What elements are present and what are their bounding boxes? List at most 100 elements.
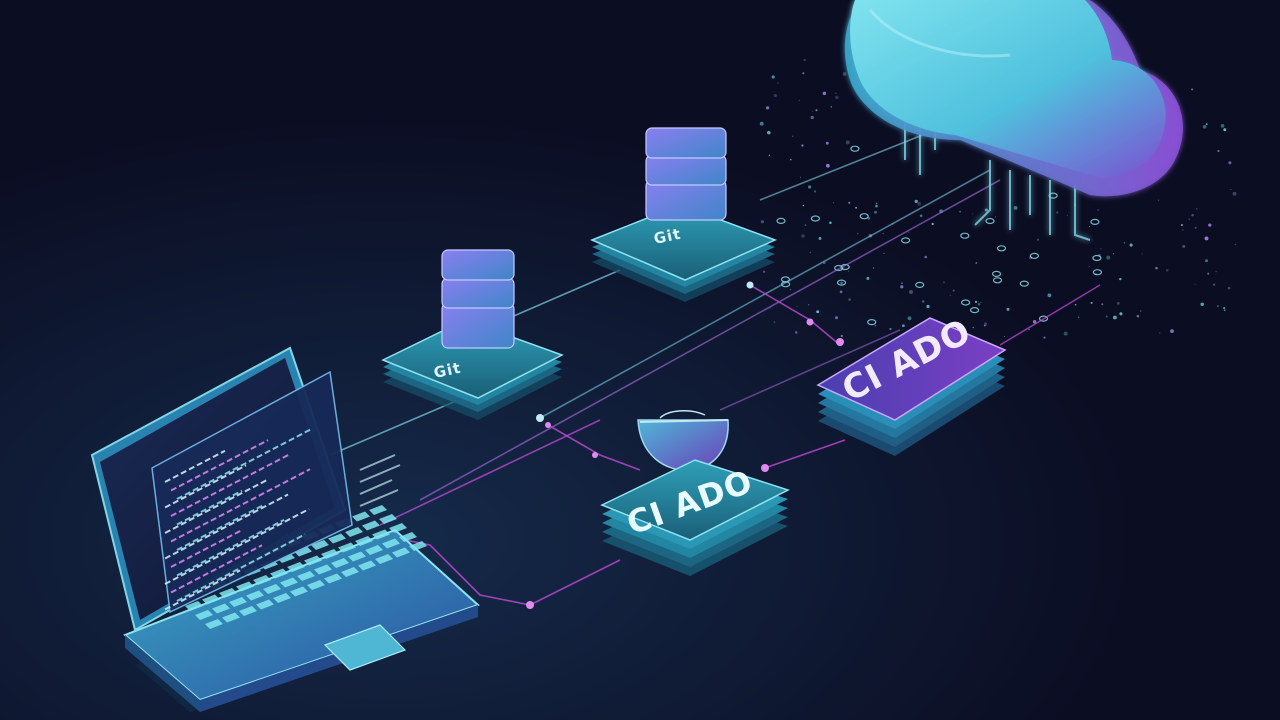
code-line bbox=[176, 519, 285, 577]
particle bbox=[1004, 336, 1005, 338]
particle bbox=[848, 270, 850, 272]
keyboard-key bbox=[362, 520, 380, 531]
particle bbox=[1202, 124, 1207, 129]
particle bbox=[1230, 188, 1232, 190]
code-line bbox=[164, 493, 289, 560]
keyboard-key bbox=[280, 577, 298, 588]
connector-line bbox=[999, 284, 1101, 346]
particle bbox=[1213, 283, 1216, 286]
particle bbox=[1196, 207, 1198, 210]
particle bbox=[917, 201, 922, 206]
code-line bbox=[170, 544, 263, 594]
particle bbox=[1123, 242, 1125, 244]
code-lines bbox=[164, 428, 312, 611]
particle bbox=[845, 140, 850, 145]
particle bbox=[1157, 199, 1160, 201]
code-line bbox=[170, 453, 290, 517]
particle bbox=[952, 289, 955, 292]
keyboard-key bbox=[202, 594, 220, 605]
particle bbox=[798, 99, 800, 101]
keyboard-key bbox=[253, 575, 271, 585]
keyboard-key bbox=[270, 568, 288, 579]
ci-node-1: CI ADO bbox=[600, 410, 790, 576]
keyboard-key bbox=[345, 527, 363, 537]
hard-hat-icon bbox=[637, 410, 729, 471]
particle bbox=[1047, 293, 1052, 298]
particle bbox=[1205, 259, 1208, 263]
particle bbox=[980, 301, 982, 303]
particle bbox=[914, 199, 918, 204]
particle bbox=[1216, 305, 1219, 308]
particle bbox=[1078, 316, 1080, 318]
connector-line bbox=[547, 424, 641, 471]
keyboard-key bbox=[389, 523, 407, 533]
particle bbox=[1223, 128, 1227, 132]
particle bbox=[802, 72, 805, 75]
connector-dot bbox=[806, 318, 814, 326]
particle-ring bbox=[1092, 254, 1102, 262]
particle bbox=[1129, 243, 1133, 247]
particle bbox=[1205, 123, 1208, 125]
keyboard-key bbox=[372, 529, 390, 540]
particle bbox=[1119, 312, 1123, 316]
particle-ring bbox=[991, 270, 1002, 277]
particle bbox=[1056, 211, 1059, 214]
particle bbox=[839, 290, 843, 294]
particle bbox=[1220, 124, 1225, 128]
particle-ring bbox=[960, 232, 970, 239]
particle bbox=[872, 267, 875, 269]
particle bbox=[1191, 88, 1194, 91]
particle bbox=[1155, 266, 1158, 270]
particle bbox=[789, 288, 792, 291]
particle bbox=[943, 281, 945, 284]
keyboard-key bbox=[369, 505, 387, 515]
particle bbox=[802, 204, 805, 207]
particle bbox=[765, 106, 770, 110]
particle-ring bbox=[960, 299, 971, 306]
keyboard-key bbox=[304, 555, 322, 566]
particle bbox=[855, 206, 857, 209]
particle bbox=[826, 163, 830, 168]
particle bbox=[1191, 213, 1194, 217]
keyboard-key bbox=[348, 551, 366, 562]
particle bbox=[1194, 226, 1197, 229]
particle bbox=[919, 214, 923, 218]
particle bbox=[1013, 205, 1018, 210]
particle bbox=[975, 262, 978, 264]
particle bbox=[1006, 307, 1010, 311]
keyboard-key bbox=[294, 546, 312, 557]
particle bbox=[807, 303, 810, 306]
slab-stack bbox=[381, 319, 564, 420]
particle bbox=[901, 282, 903, 285]
particle-ring bbox=[834, 264, 844, 272]
keyboard-key bbox=[229, 597, 247, 607]
particle bbox=[801, 144, 804, 147]
keyboard-key bbox=[382, 538, 400, 549]
particle bbox=[769, 307, 771, 309]
keyboard-key bbox=[314, 564, 332, 575]
particle-ring bbox=[992, 277, 1003, 284]
code-line bbox=[170, 468, 311, 543]
keyboard-key bbox=[311, 540, 329, 550]
particle bbox=[825, 141, 829, 145]
particle bbox=[1165, 268, 1169, 272]
keyboard-key bbox=[321, 549, 339, 559]
particle-ring bbox=[1090, 218, 1100, 225]
particle bbox=[773, 94, 777, 98]
particle-ring bbox=[859, 213, 869, 220]
keyboard-key bbox=[409, 541, 427, 551]
particle bbox=[1097, 209, 1099, 211]
connector-nodes bbox=[526, 281, 844, 609]
connector-line bbox=[719, 329, 901, 411]
particle bbox=[1119, 277, 1122, 281]
particle bbox=[874, 210, 877, 214]
particle bbox=[984, 208, 988, 212]
particle bbox=[1188, 218, 1190, 220]
particle bbox=[866, 276, 870, 280]
keyboard-key bbox=[236, 581, 254, 592]
particle-ring bbox=[1029, 252, 1040, 259]
slab-stack bbox=[816, 317, 1007, 456]
particle bbox=[815, 109, 818, 112]
particle bbox=[1106, 255, 1111, 260]
particle bbox=[768, 154, 771, 156]
